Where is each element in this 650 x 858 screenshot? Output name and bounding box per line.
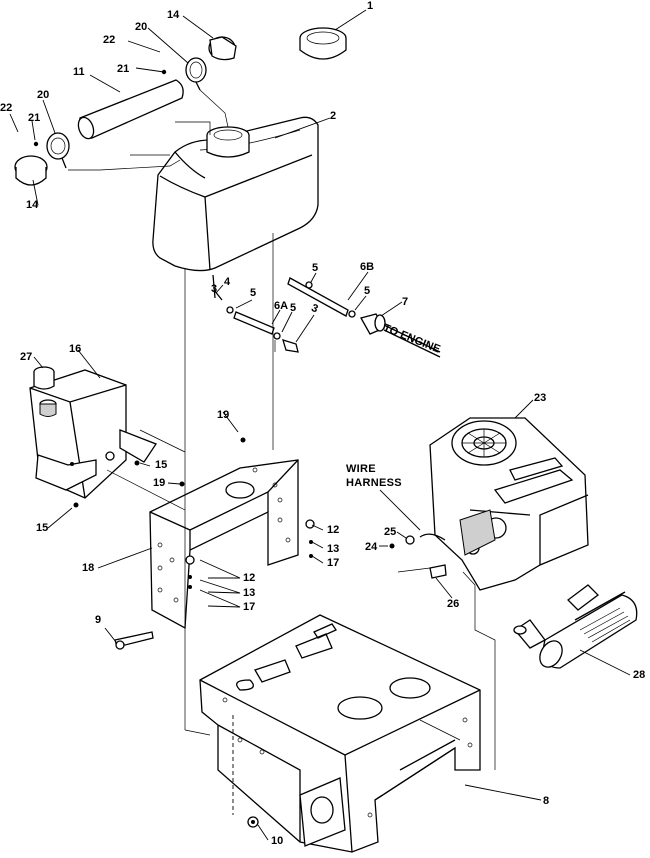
callout-6b: 6B [360,261,375,273]
callout-7: 7 [402,296,409,308]
callout-14-top: 14 [167,9,180,21]
callout-22-left: 22 [0,102,13,114]
callout-23: 23 [534,392,547,404]
callout-12-left: 12 [243,572,256,584]
callout-10: 10 [271,835,284,847]
frame-chassis [199,614,481,853]
callout-2: 2 [330,110,337,122]
callout-27: 27 [20,351,33,363]
callout-13-right: 13 [327,543,340,555]
callout-16: 16 [69,343,82,355]
battery-bracket-assembly [29,366,157,508]
fuel-tank [152,116,319,272]
callout-19-mid: 19 [153,477,166,489]
callout-5-c: 5 [312,262,319,274]
callout-17-right: 17 [327,557,340,569]
callout-12-right: 12 [327,524,340,536]
callout-18: 18 [82,562,95,574]
callout-20-top: 20 [135,21,148,33]
callout-21-top: 21 [117,63,130,75]
callout-14-left: 14 [26,199,39,211]
engine [389,417,589,591]
callout-3-left: 3 [211,283,218,295]
callout-24: 24 [365,541,378,553]
callout-6a: 6A [274,300,289,312]
engine-mount-plate [149,437,315,630]
bolt [114,631,154,650]
callout-5-a: 5 [250,287,257,299]
callout-8: 8 [543,795,550,807]
callout-5-d: 5 [364,285,371,297]
callout-1: 1 [367,0,374,12]
callout-11: 11 [73,66,85,78]
callout-26: 26 [447,598,460,610]
callout-15-right: 15 [155,459,168,471]
fuel-cap [299,27,347,60]
callout-20-left: 20 [37,89,50,101]
callout-19-top: 19 [217,409,230,421]
leader-lines [9,9,631,841]
callout-25: 25 [384,526,397,538]
wire-harness-label-line2: HARNESS [346,477,402,489]
callout-22-top: 22 [103,34,116,46]
callout-13-left: 13 [243,587,256,599]
wire-harness-label-line1: WIRE [346,463,376,475]
muffler [513,584,638,669]
assembly-lines [106,233,496,815]
callout-5-b: 5 [290,302,297,314]
callout-17-left: 17 [243,601,256,613]
fuel-line-assembly [212,274,441,358]
callout-4: 4 [224,276,231,288]
callout-21-left: 21 [28,112,41,124]
vent-hose-assembly [14,36,237,186]
callout-9: 9 [95,614,102,626]
callout-15-left: 15 [36,522,49,534]
callout-28: 28 [633,669,646,681]
